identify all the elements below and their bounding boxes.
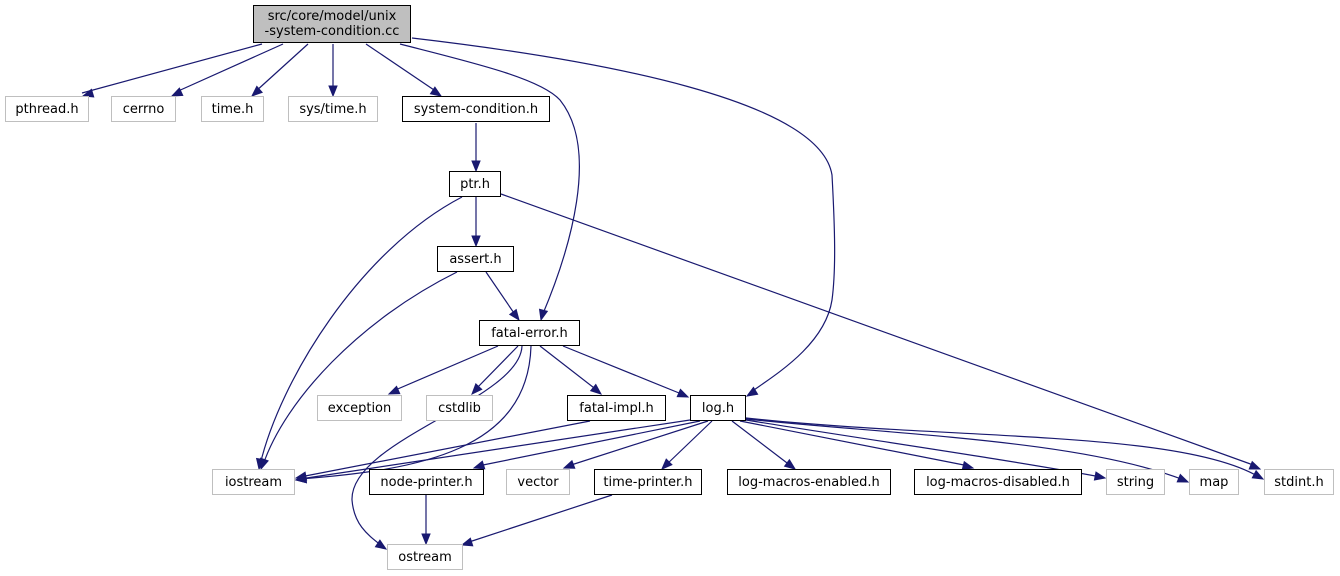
edge-root-log: [411, 37, 836, 393]
node-fatal-error[interactable]: fatal-error.h: [479, 320, 580, 346]
edge-assert-fatal: [485, 271, 517, 317]
node-cstdlib[interactable]: cstdlib: [426, 395, 493, 421]
node-map[interactable]: map: [1189, 469, 1239, 495]
edge-root-fatalerror: [399, 43, 580, 317]
root-line1: src/core/model/unix: [267, 9, 397, 24]
node-root[interactable]: src/core/model/unix -system-condition.cc: [253, 5, 411, 43]
arrowhead-log-logdisabled: [961, 460, 975, 471]
edge-impl-iostream: [299, 420, 591, 478]
arrowhead-assert-iostream: [260, 457, 269, 471]
arrowhead-ptr-assert: [471, 235, 481, 248]
edge-log-map: [745, 418, 1185, 481]
edge-root-syscond: [365, 43, 438, 93]
arrowhead-log-nodeprinter: [472, 460, 486, 470]
node-fatal-impl[interactable]: fatal-impl.h: [567, 395, 666, 421]
arrowhead-nodeprinter-ostream: [421, 533, 431, 546]
arrowhead-log-stdint: [1251, 469, 1265, 480]
edge-ptr-iostream: [259, 196, 463, 466]
arrowhead-fatal-exception: [387, 385, 401, 395]
node-string[interactable]: string: [1106, 469, 1165, 495]
arrowhead-log-iostream: [294, 473, 308, 484]
arrowhead-root-cerrno: [170, 87, 184, 97]
node-stdint[interactable]: stdint.h: [1264, 469, 1334, 495]
node-pthread[interactable]: pthread.h: [5, 96, 89, 122]
edge-timeprinter-ostream: [465, 494, 613, 544]
edge-log-logenabled: [731, 420, 792, 467]
edge-root-cerrno: [175, 43, 284, 93]
arrowhead-log-string: [1093, 471, 1107, 481]
node-node-printer[interactable]: node-printer.h: [369, 469, 484, 495]
node-time[interactable]: time.h: [201, 96, 264, 122]
edge-root-pthread: [81, 43, 263, 94]
node-ptr[interactable]: ptr.h: [449, 171, 501, 197]
arrowhead-ptr-stdint: [1248, 460, 1262, 470]
edge-fatal-fatalimpl: [539, 345, 599, 392]
arrowhead-root-systime: [328, 85, 338, 98]
node-system-condition[interactable]: system-condition.h: [402, 96, 550, 122]
arrowhead-fatal-cstdlib: [471, 383, 483, 395]
node-cerrno[interactable]: cerrno: [111, 96, 176, 122]
arrowhead-log-vector: [562, 459, 576, 469]
node-log-macros-disabled[interactable]: log-macros-disabled.h: [914, 469, 1082, 495]
arrowhead-timeprinter-ostream: [460, 537, 474, 547]
root-line2: -system-condition.cc: [264, 24, 400, 39]
node-systime[interactable]: sys/time.h: [288, 96, 378, 122]
edge-log-vector: [567, 420, 709, 467]
arrowhead-assert-fatal: [508, 308, 520, 322]
edge-log-nodeprinter: [477, 420, 701, 467]
arrowhead-log-logenabled: [783, 458, 797, 470]
node-ostream[interactable]: ostream: [387, 544, 463, 570]
node-log-macros-enabled[interactable]: log-macros-enabled.h: [727, 469, 891, 495]
arrowhead-syscond-ptr: [471, 160, 481, 173]
edge-ptr-stdint: [500, 193, 1257, 467]
arrowhead-log-map: [1176, 473, 1190, 483]
node-log[interactable]: log.h: [690, 395, 746, 421]
arrowhead-root-time: [250, 85, 263, 97]
edge-fatal-log: [562, 345, 685, 396]
edge-fatal-ostream: [351, 345, 523, 547]
arrowhead-root-fatalerror: [538, 308, 549, 322]
edge-log-timeprinter: [664, 420, 713, 467]
edge-assert-iostream: [262, 271, 458, 466]
edge-log-stdint: [745, 417, 1260, 478]
arrowhead-fatal-fatalimpl: [589, 383, 603, 395]
arrowhead-log-timeprinter: [661, 458, 673, 470]
edge-fatal-cstdlib: [474, 345, 519, 391]
arrowhead-root-syscond: [429, 86, 443, 97]
node-vector[interactable]: vector: [506, 469, 570, 495]
edge-log-logdisabled: [739, 420, 970, 467]
edge-log-iostream: [299, 419, 691, 480]
edge-root-time: [254, 43, 309, 93]
edge-fatal-iostream: [299, 345, 532, 480]
node-assert[interactable]: assert.h: [437, 246, 514, 272]
arrowhead-root-log: [745, 386, 759, 397]
arrowhead-fatal-log: [676, 388, 690, 398]
arrowhead-fatal-ostream: [374, 539, 388, 550]
edge-fatal-exception: [392, 345, 499, 392]
node-iostream[interactable]: iostream: [212, 469, 295, 495]
node-exception[interactable]: exception: [317, 395, 402, 421]
node-time-printer[interactable]: time-printer.h: [594, 469, 702, 495]
